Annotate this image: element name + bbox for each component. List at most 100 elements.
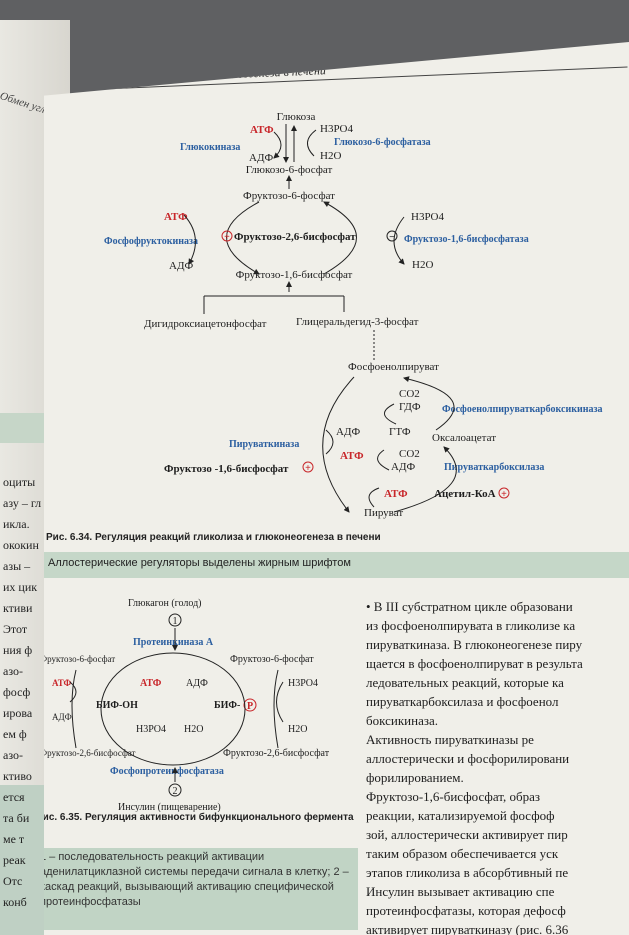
phosphate: P (247, 701, 253, 712)
f26bp-right: Фруктозо-2,6-бисфосфат (223, 748, 330, 759)
body-text: • В III субстратном цикле образовани из ф… (366, 597, 629, 935)
g3p: Глицеральдегид-3-фосфат (296, 316, 419, 328)
oaa: Оксалоацетат (432, 432, 496, 444)
pyruvate: Пируват (364, 507, 403, 519)
body-line: Активность пируваткиназы ре (366, 732, 534, 747)
body-line: активирует пируваткиназу (рис. 6.36 (366, 922, 569, 935)
atp-2: АТФ (164, 211, 188, 223)
co2-1: CO2 (399, 388, 420, 400)
atp-4: АТФ (384, 488, 408, 500)
plus-pk: + (305, 463, 311, 474)
f6p-right: Фруктозо-6-фосфат (230, 654, 314, 665)
body-line: форилированием. (366, 770, 464, 785)
g6p: Глюкозо-6-фосфат (246, 164, 333, 176)
body-line: пируваткарбоксилаза и фосфоенол (366, 694, 559, 709)
adp-4: АДФ (391, 461, 415, 473)
body-line: зой, аллостерически активирует пир (366, 827, 568, 842)
adp-3: АДФ (336, 426, 360, 438)
gtf: ГТФ (389, 426, 411, 438)
left-page-line: азо- (3, 748, 23, 762)
h2o-1: H2O (320, 150, 341, 162)
insulin: Инсулин (пищеварение) (118, 802, 221, 812)
f6p-left: Фруктозо-6-фосфат (44, 654, 115, 664)
h3po4-right: H3PO4 (288, 678, 318, 689)
body-line: ледовательных реакций, которые ка (366, 675, 564, 690)
body-line: этапов гликолиза в абсорбтивный пе (366, 865, 569, 880)
pfk: Фосфофруктокиназа (104, 236, 198, 247)
adp-2: АДФ (169, 260, 193, 272)
body-line: из фосфоенолпирувата в гликолизе ка (366, 618, 576, 633)
pka: Протеинкиназа А (133, 637, 214, 648)
left-page-line: ем ф (3, 727, 27, 741)
pk: Пируваткиназа (229, 439, 299, 450)
atp-3: АТФ (340, 450, 364, 462)
h2o-right: H2O (288, 724, 307, 735)
dhap: Дигидроксиацетонфосфат (144, 318, 267, 330)
glucose: Глюкоза (277, 111, 316, 123)
figure-6-34-subtitle: Аллостерические регуляторы выделены жирн… (48, 557, 351, 569)
left-page-line: реак (3, 853, 26, 867)
h2o-center: H2O (184, 724, 203, 735)
left-page-line: азу – гл (3, 496, 42, 510)
left-page-line: конб (3, 895, 27, 909)
figure-6-35: Глюкагон (голод) 1 Протеинкиназа А Фрукт… (44, 598, 330, 812)
left-page-line: ококин (3, 538, 39, 552)
f16bpase: Фруктозо-1,6-бисфосфатаза (404, 234, 529, 245)
adp-1: АДФ (249, 152, 273, 164)
adp-left: АДФ (52, 712, 72, 722)
pep: Фосфоенолпируват (348, 361, 439, 373)
h2o-2: H2O (412, 259, 433, 271)
left-page-line: та би (3, 811, 30, 825)
left-page-line: ктиви (3, 601, 33, 615)
co2-2: CO2 (399, 448, 420, 460)
left-page-line: ется (3, 790, 25, 804)
g6pase: Глюкозо-6-фосфатаза (334, 137, 431, 148)
atp-center: АТФ (140, 678, 162, 689)
left-page-header: Обмен угл (0, 90, 47, 116)
left-page-line: ме т (3, 832, 25, 846)
acetylcoa: Ацетил-КоА (434, 488, 496, 500)
left-page-line: их цик (3, 580, 38, 594)
left-page-line: икла. (3, 517, 30, 531)
left-page-line: Отс (3, 874, 23, 888)
body-line: аллостерически и фосфорилировани (366, 751, 570, 766)
left-page-line: Этот (3, 622, 28, 636)
minus-f16bpase: − (389, 232, 395, 243)
caption-band (44, 552, 629, 578)
glucokinase: Глюкокиназа (180, 142, 240, 153)
adp-center: АДФ (186, 678, 208, 689)
atp-1: АТФ (250, 124, 274, 136)
body-line: щается в фосфоенолпируват в результа (366, 656, 583, 671)
gdp: ГДФ (399, 401, 421, 413)
left-page-line: азо- (3, 664, 23, 678)
body-line: • В III субстратном цикле образовани (366, 599, 573, 614)
body-line: пируваткиназа. В глюконеогенезе пиру (366, 637, 583, 652)
figure-6-34-caption: Рис. 6.34. Регуляция реакций гликолиза и… (46, 532, 381, 543)
left-page-line: оциты (3, 475, 36, 489)
plus-pc: + (501, 489, 507, 500)
plus-pfk: + (224, 232, 230, 243)
figure-6-35-caption: Рис. 6.35. Регуляция активности бифункци… (44, 812, 354, 823)
glucagon: Глюкагон (голод) (128, 598, 202, 609)
body-line: Инсулин вызывает активацию спе (366, 884, 555, 899)
bif-p: БИФ- (214, 700, 240, 711)
left-page-line: ния ф (3, 643, 33, 657)
pepck: Фосфоенолпируваткарбоксикиназа (442, 404, 603, 415)
h3po4-center: H3PO4 (136, 724, 166, 735)
f16bp-regulator: Фруктозо -1,6-бисфосфат (164, 463, 289, 475)
step-1: 1 (173, 616, 178, 627)
left-page-line: фосф (3, 685, 31, 699)
pc: Пируваткарбоксилаза (444, 462, 544, 473)
step-2: 2 (173, 786, 178, 797)
h3po4-2: H3PO4 (411, 211, 445, 223)
f6p: Фруктозо-6-фосфат (243, 190, 335, 202)
f26bp-left: Фруктозо-2,6-бисфосфат (44, 748, 136, 758)
figure-6-34: Глюкоза АТФ H3PO4 Глюкокиназа Глюкозо-6-… (104, 111, 603, 519)
left-page-line: ирова (3, 706, 33, 720)
atp-left: АТФ (52, 678, 72, 688)
f16bp: Фруктозо-1,6-бисфосфат (236, 269, 353, 281)
right-page: 6.6. Регуляция гликолиза и глюконеогенез… (44, 42, 629, 935)
ppase: Фосфопротеинфосфатаза (110, 766, 224, 777)
bif-oh: БИФ-ОН (96, 700, 138, 711)
left-page-line: азы – (3, 559, 31, 573)
